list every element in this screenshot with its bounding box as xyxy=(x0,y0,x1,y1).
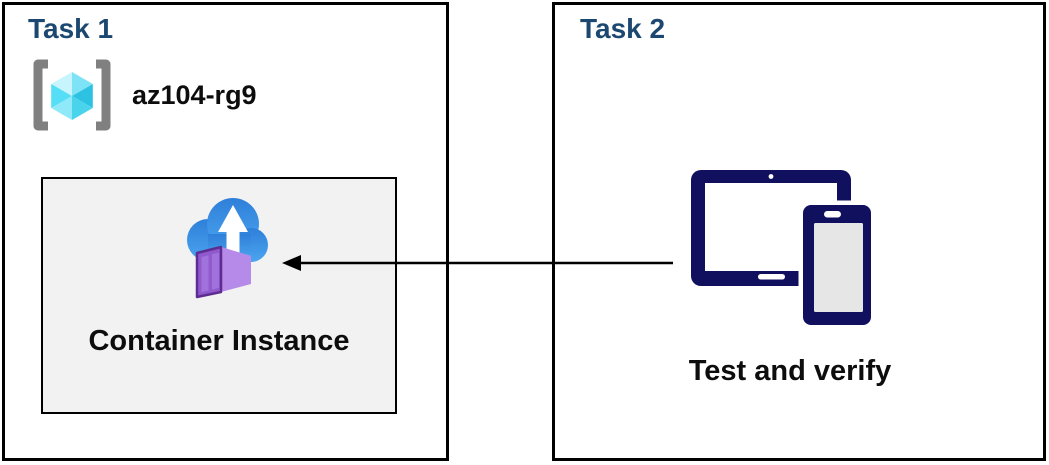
tablet-home-button xyxy=(758,274,785,280)
container-box-shape xyxy=(195,245,251,299)
cube-face-top-right xyxy=(72,72,93,96)
resource-group-row: az104-rg9 xyxy=(30,58,257,132)
task2-title: Task 2 xyxy=(580,13,666,44)
task1-box: Task 1 az104-rg9 xyxy=(2,2,449,461)
cube-face-right xyxy=(72,84,93,108)
left-bracket-shape xyxy=(33,59,48,131)
right-bracket-shape xyxy=(96,59,111,131)
arrow-head-left xyxy=(282,255,301,271)
devices-icon xyxy=(691,170,876,330)
container-door-panel-right xyxy=(212,252,219,290)
task2-box: Task 2 Test and verify xyxy=(552,2,1046,461)
cube-shape xyxy=(51,72,93,120)
phone-speaker xyxy=(824,211,841,218)
container-instance-box: Container Instance xyxy=(41,177,397,414)
tablet-camera-dot xyxy=(768,174,774,179)
connector-arrow xyxy=(282,255,673,271)
phone-screen xyxy=(814,223,863,312)
cube-face-bottom-left xyxy=(51,96,72,120)
cube-face-left xyxy=(51,84,72,108)
container-door-panel-left xyxy=(201,255,209,293)
container-instance-icon xyxy=(187,198,268,299)
task1-title: Task 1 xyxy=(28,13,114,44)
container-instance-label: Container Instance xyxy=(88,325,350,357)
container-door-outline xyxy=(195,245,223,299)
resource-group-icon xyxy=(33,59,111,131)
cube-face-top-left xyxy=(51,72,72,96)
cube-face-bottom-right xyxy=(72,96,93,120)
phone-icon xyxy=(798,200,876,330)
container-side-face xyxy=(221,247,251,292)
test-and-verify-label: Test and verify xyxy=(688,355,892,387)
resource-group-name: az104-rg9 xyxy=(132,79,257,110)
